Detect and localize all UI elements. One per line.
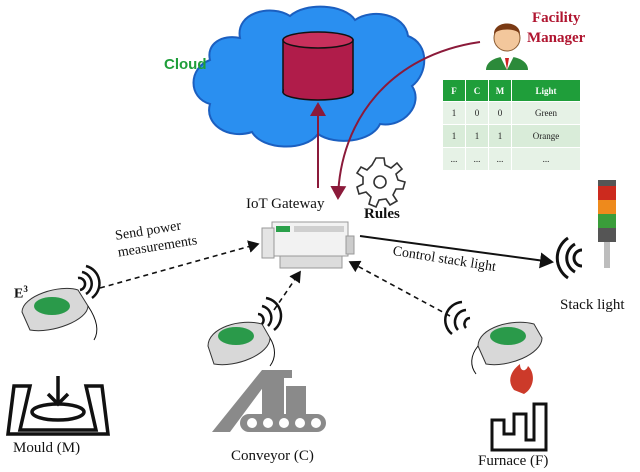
mould-to-gateway-arrow bbox=[99, 240, 260, 289]
gear-icon bbox=[355, 157, 406, 209]
table-cell: 0 bbox=[488, 101, 512, 125]
wifi-icon bbox=[77, 264, 101, 300]
cloud-label: Cloud bbox=[164, 56, 207, 73]
table-row: 1 0 0 Green bbox=[442, 101, 581, 125]
stack-light-icon bbox=[598, 180, 616, 268]
furnace-to-gateway-arrow bbox=[348, 260, 451, 317]
header-light: Light bbox=[511, 79, 581, 102]
control-stack-light-arrow bbox=[359, 235, 554, 269]
e3-base: E bbox=[14, 286, 24, 302]
table-cell: 1 bbox=[465, 124, 489, 148]
rules-table: F C M Light 1 0 0 Green 1 1 1 Orange ...… bbox=[442, 79, 581, 171]
sensor-icon bbox=[21, 288, 98, 341]
conveyor-to-gateway-arrow bbox=[273, 270, 301, 311]
facility-manager-line1: Facility bbox=[532, 10, 581, 26]
stack-light-label: Stack light bbox=[560, 297, 625, 313]
table-cell: Green bbox=[511, 101, 581, 125]
sensor-icon bbox=[471, 321, 543, 375]
table-cell: ... bbox=[442, 147, 466, 171]
header-f: F bbox=[442, 79, 466, 102]
table-cell: ... bbox=[488, 147, 512, 171]
wifi-icon bbox=[257, 296, 283, 331]
table-row: ... ... ... ... bbox=[442, 147, 581, 171]
database-icon bbox=[282, 31, 354, 101]
e3-superscript: 3 bbox=[23, 284, 28, 294]
table-cell: 1 bbox=[488, 124, 512, 148]
wifi-icon bbox=[444, 300, 471, 335]
iot-gateway-label: IoT Gateway bbox=[246, 196, 325, 212]
e3-sensor-label: E3 bbox=[14, 284, 28, 303]
rules-label: Rules bbox=[364, 206, 400, 222]
sensor-icon bbox=[207, 321, 275, 367]
table-row: 1 1 1 Orange bbox=[442, 124, 581, 148]
conveyor-icon bbox=[212, 370, 326, 432]
mould-icon bbox=[6, 376, 110, 436]
manager-to-gateway-arrow bbox=[330, 41, 481, 200]
header-c: C bbox=[465, 79, 489, 102]
furnace-label: Furnace (F) bbox=[478, 453, 549, 469]
gateway-icon bbox=[261, 221, 355, 269]
table-cell: ... bbox=[511, 147, 581, 171]
table-cell: ... bbox=[465, 147, 489, 171]
table-cell: 0 bbox=[465, 101, 489, 125]
manager-icon bbox=[486, 23, 528, 70]
facility-manager-label: Facility Manager bbox=[527, 8, 585, 48]
table-cell: 1 bbox=[442, 124, 466, 148]
conveyor-label: Conveyor (C) bbox=[231, 448, 314, 464]
mould-label: Mould (M) bbox=[13, 440, 81, 456]
furnace-icon bbox=[490, 364, 548, 452]
rules-table-header: F C M Light bbox=[442, 79, 581, 102]
facility-manager-line2: Manager bbox=[527, 30, 586, 46]
header-m: M bbox=[488, 79, 512, 102]
table-cell: Orange bbox=[511, 124, 581, 148]
wifi-icon bbox=[555, 236, 583, 280]
table-cell: 1 bbox=[442, 101, 466, 125]
